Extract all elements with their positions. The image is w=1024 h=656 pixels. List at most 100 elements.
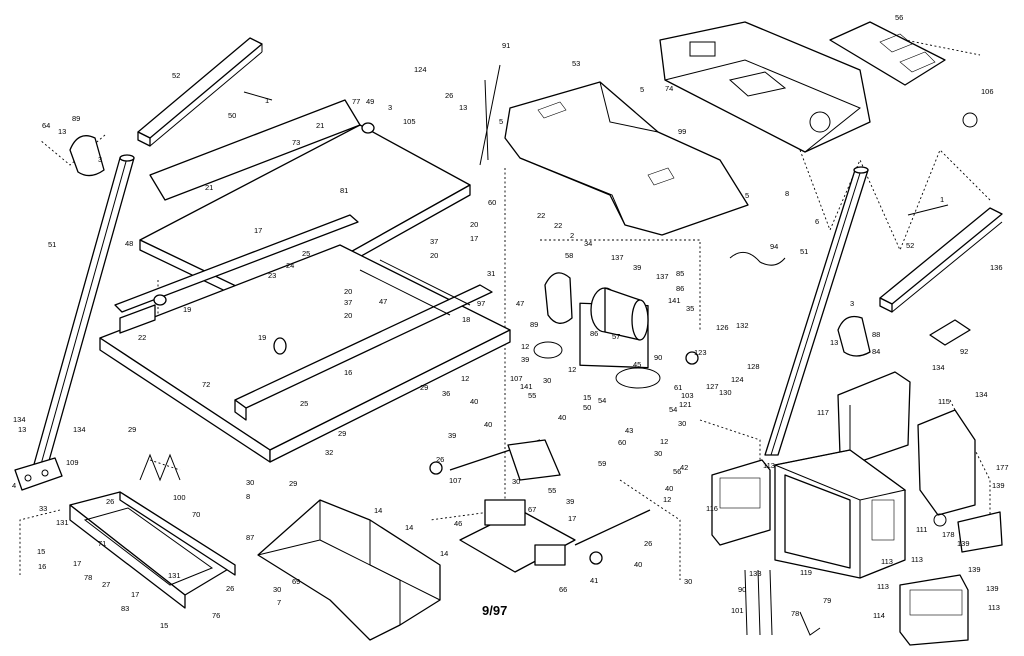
- callout-26: 26: [644, 539, 652, 548]
- callout-139: 139: [968, 565, 981, 574]
- motor: [544, 272, 649, 369]
- motor-hood: [504, 81, 749, 236]
- callout-22: 22: [537, 211, 545, 220]
- callout-1: 1: [265, 96, 269, 105]
- callout-130: 130: [719, 388, 732, 397]
- callout-128: 128: [747, 362, 760, 371]
- callout-20: 20: [430, 251, 438, 260]
- callout-40: 40: [484, 420, 492, 429]
- callout-92: 92: [960, 347, 968, 356]
- callout-90: 90: [738, 585, 746, 594]
- callout-16: 16: [344, 368, 352, 377]
- callout-56: 56: [673, 467, 681, 476]
- callout-66: 66: [559, 585, 567, 594]
- callout-107: 107: [510, 374, 523, 383]
- callout-31: 31: [487, 269, 495, 278]
- callout-19: 19: [183, 305, 191, 314]
- callout-26: 26: [106, 497, 114, 506]
- callout-69: 69: [292, 577, 300, 586]
- motor-cover-left: [837, 371, 911, 466]
- callout-107: 107: [449, 476, 462, 485]
- callout-139: 139: [992, 481, 1005, 490]
- callout-37: 37: [430, 237, 438, 246]
- callout-119: 119: [800, 568, 812, 577]
- callout-77: 77: [352, 97, 360, 106]
- callout-113: 113: [877, 582, 889, 591]
- callout-103: 103: [681, 391, 694, 400]
- callout-30: 30: [273, 585, 281, 594]
- callout-30: 30: [246, 478, 254, 487]
- callout-124: 124: [731, 375, 744, 384]
- callout-26: 26: [226, 584, 234, 593]
- callout-22: 22: [554, 221, 562, 230]
- callout-23: 23: [268, 271, 276, 280]
- callout-40: 40: [634, 560, 642, 569]
- callout-56: 56: [895, 13, 903, 22]
- callout-59: 59: [598, 459, 606, 468]
- monitor: [773, 449, 907, 579]
- callout-14: 14: [374, 506, 382, 515]
- callout-37: 37: [344, 298, 352, 307]
- callout-17: 17: [254, 226, 262, 235]
- callout-41: 41: [590, 576, 598, 585]
- display-console: [659, 21, 871, 153]
- callout-26: 26: [445, 91, 453, 100]
- callout-24: 24: [286, 261, 294, 270]
- callout-5: 5: [640, 85, 644, 94]
- callout-29: 29: [338, 429, 346, 438]
- callout-113: 113: [881, 557, 893, 566]
- callout-89: 89: [72, 114, 80, 123]
- callout-35: 35: [686, 304, 694, 313]
- callout-27: 27: [102, 580, 110, 589]
- callout-17: 17: [470, 234, 478, 243]
- callout-49: 49: [366, 97, 374, 106]
- callout-50: 50: [228, 111, 236, 120]
- callout-51: 51: [48, 240, 56, 249]
- callout-78: 78: [791, 609, 799, 618]
- callout-30: 30: [543, 376, 551, 385]
- callout-39: 39: [633, 263, 641, 272]
- callout-116: 116: [706, 504, 718, 513]
- callout-42: 42: [680, 463, 688, 472]
- right-upright: [764, 166, 869, 456]
- callout-13: 13: [58, 127, 66, 136]
- callout-8: 8: [785, 189, 789, 198]
- speaker-right: [899, 574, 969, 646]
- callout-137: 137: [611, 253, 624, 262]
- callout-20: 20: [344, 311, 352, 320]
- callout-5: 5: [499, 117, 503, 126]
- callout-29: 29: [289, 479, 297, 488]
- callout-7: 7: [277, 598, 281, 607]
- callout-32: 32: [325, 448, 333, 457]
- callout-21: 21: [205, 183, 213, 192]
- callout-43: 43: [625, 426, 633, 435]
- callout-19: 19: [258, 333, 266, 342]
- callout-55: 55: [528, 391, 536, 400]
- callout-84: 84: [872, 347, 880, 356]
- callout-57: 57: [612, 332, 620, 341]
- callout-86: 86: [590, 329, 598, 338]
- callout-64: 64: [42, 121, 50, 130]
- callout-60: 60: [618, 438, 626, 447]
- callout-13: 13: [830, 338, 838, 347]
- callout-78: 78: [84, 573, 92, 582]
- callout-39: 39: [448, 431, 456, 440]
- callout-2: 2: [570, 231, 574, 240]
- callout-50: 50: [583, 403, 591, 412]
- callout-25: 25: [300, 399, 308, 408]
- date-code: 9/97: [482, 603, 507, 618]
- speaker-left: [711, 459, 771, 546]
- callout-39: 39: [566, 497, 574, 506]
- callout-33: 33: [39, 504, 47, 513]
- callout-25: 25: [302, 249, 310, 258]
- callout-54: 54: [669, 405, 677, 414]
- callout-94: 94: [770, 242, 778, 251]
- callout-46: 46: [454, 519, 462, 528]
- callout-134: 134: [975, 390, 988, 399]
- callout-134: 134: [932, 363, 945, 372]
- callout-123: 123: [694, 348, 707, 357]
- bracket: [957, 511, 1003, 553]
- callout-88: 88: [872, 330, 880, 339]
- callout-177: 177: [996, 463, 1009, 472]
